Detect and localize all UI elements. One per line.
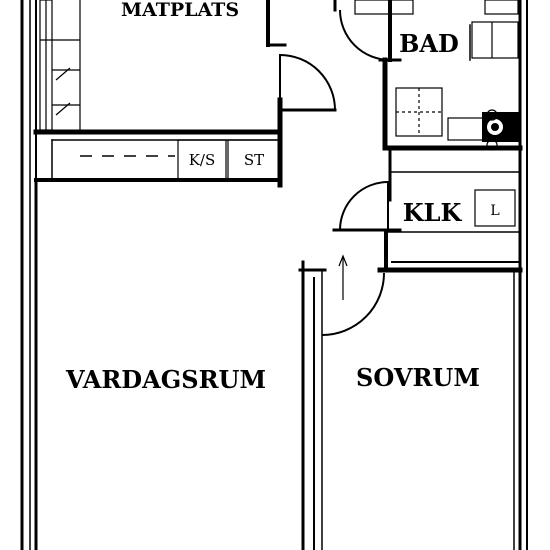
outer-walls <box>20 0 528 550</box>
kitchen-area <box>33 0 337 188</box>
interior-wall <box>298 260 385 550</box>
st-label: ST <box>244 151 264 169</box>
matplats-label: MATPLATS <box>121 0 239 21</box>
ks-label: K/S <box>189 151 216 169</box>
bad-label: BAD <box>399 29 459 58</box>
linen-label: L <box>490 203 499 219</box>
bathroom-area <box>333 0 523 151</box>
klk-label: KLK <box>403 198 463 227</box>
hall-closet-area <box>332 146 523 300</box>
sovrum-label: SOVRUM <box>356 363 480 392</box>
vardagsrum-label: VARDAGSRUM <box>65 365 266 394</box>
